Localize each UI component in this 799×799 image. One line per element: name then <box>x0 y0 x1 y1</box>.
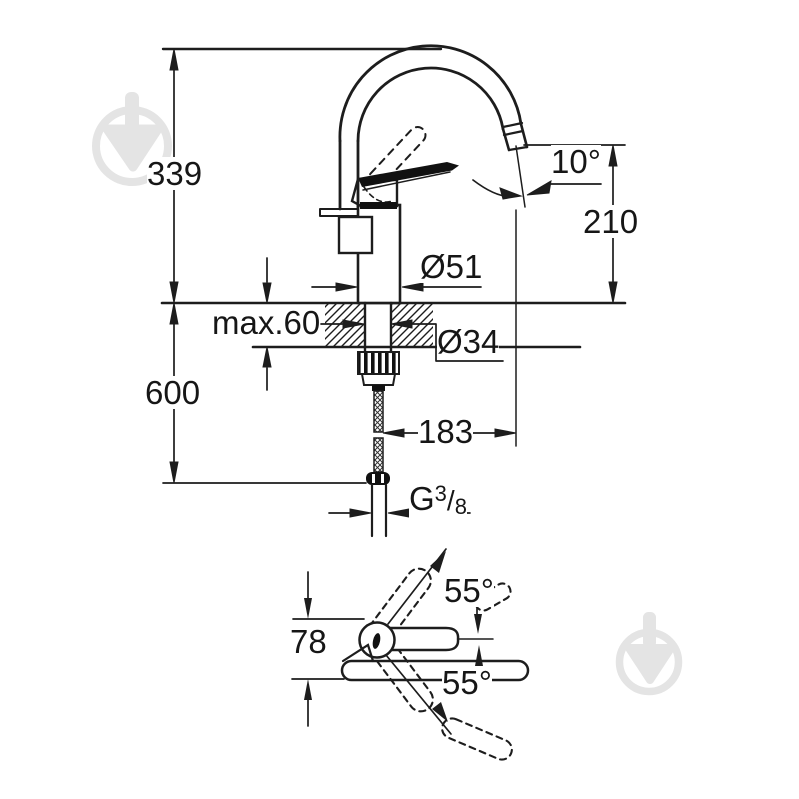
dim-thread-size-label: G3/8 <box>409 477 467 523</box>
dimension-lines <box>161 47 626 518</box>
dim-spout-projection-label: 183 <box>418 413 474 450</box>
dim-swivel-lower-label: 55° <box>442 664 492 701</box>
side-view <box>160 44 627 538</box>
dim-outlet-angle-label: 10° <box>551 143 601 180</box>
watermark-trowel-icon <box>615 612 683 696</box>
dim-counter-thickness-label: max.60 <box>212 304 321 341</box>
thread-numerator: 3 <box>434 481 447 506</box>
dim-outlet-height-label: 210 <box>583 203 639 240</box>
watermark-trowel-icon <box>92 92 172 186</box>
thread-prefix: G <box>409 480 435 517</box>
thread-slash: / <box>446 485 455 516</box>
thread-denominator: 8 <box>454 494 467 519</box>
dim-hose-length-label: 600 <box>145 374 201 411</box>
dim-spout-height-label: 339 <box>147 155 203 192</box>
dim-body-width-label: 78 <box>290 623 327 660</box>
top-view <box>291 548 530 761</box>
dim-body-diameter-label: Ø51 <box>420 248 483 285</box>
dim-swivel-upper-label: 55° <box>444 572 494 609</box>
dim-shank-diameter-label: Ø34 <box>437 323 500 360</box>
